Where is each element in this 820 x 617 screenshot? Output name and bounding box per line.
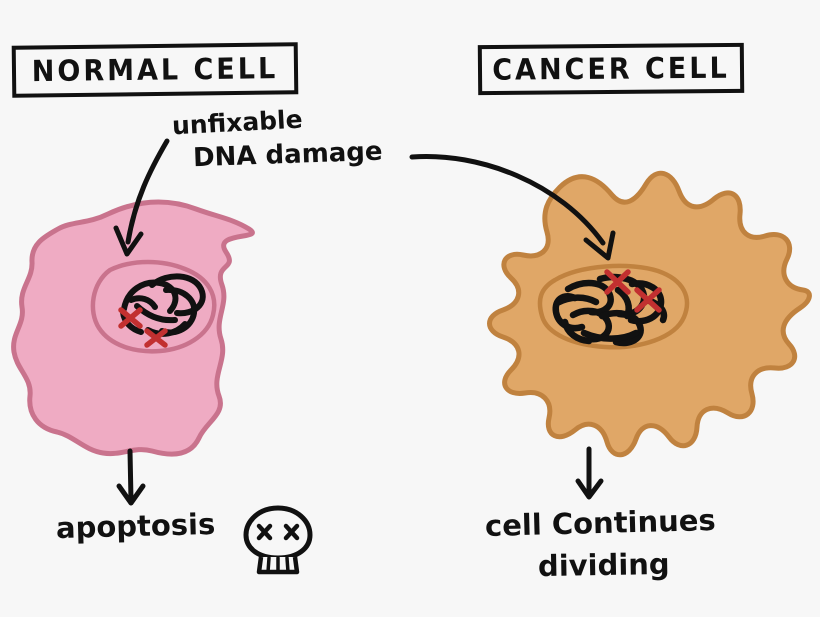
cancer-cell-nucleus (537, 263, 690, 350)
skull-icon (243, 505, 313, 575)
cancer-cell-outcome-line-1: cell Continues (484, 502, 717, 544)
cancer-cell-membrane (487, 170, 812, 458)
arrow-to-cancer-nucleus (409, 153, 616, 261)
cancer-cell-damage-markers (604, 269, 662, 313)
arrow-to-normal-nucleus (113, 138, 170, 257)
cancer-cell-group (487, 170, 812, 458)
normal-cell-title-box: NORMAL CELL (11, 42, 299, 98)
cancer-cell-outcome-line-2: dividing (537, 546, 670, 584)
cancer-cell-dna (552, 273, 668, 347)
cancer-cell-title-box: CANCER CELL (477, 42, 745, 96)
normal-cell-damage-markers (118, 307, 168, 348)
normal-cell-outcome-label: apoptosis (55, 506, 216, 546)
normal-cell-nucleus (90, 259, 217, 354)
normal-cell-group (11, 199, 255, 457)
cancer-cell-title: CANCER CELL (492, 51, 730, 87)
arrow-normal-outcome (116, 448, 146, 506)
normal-cell-title: NORMAL CELL (31, 51, 279, 89)
arrow-cancer-outcome (575, 446, 604, 500)
